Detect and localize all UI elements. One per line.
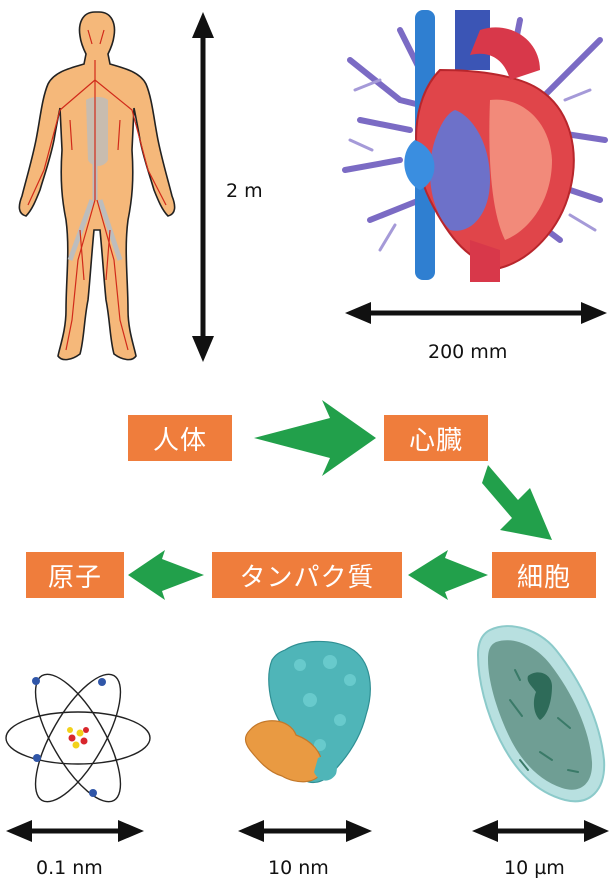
flow-arrow-cell-to-protein — [408, 550, 488, 600]
human-body-circulatory-icon — [19, 12, 174, 360]
flow-arrow-heart-to-cell — [482, 465, 552, 540]
protein-structure-icon — [246, 641, 371, 782]
label-atom: 原子 — [26, 552, 124, 598]
scale-label-protein: 10 nm — [268, 857, 329, 879]
flow-arrow-human-to-heart — [254, 400, 376, 476]
dimension-arrow-cell — [472, 820, 609, 842]
label-protein: タンパク質 — [212, 552, 402, 598]
dimension-arrow-protein — [238, 820, 372, 842]
dimension-arrow-heart — [345, 302, 607, 324]
flow-arrow-protein-to-atom — [128, 550, 204, 600]
cell-icon — [478, 626, 604, 801]
scale-label-atom: 0.1 nm — [36, 857, 103, 879]
label-heart: 心臓 — [384, 415, 488, 461]
scale-label-cell: 10 µm — [504, 857, 565, 879]
dimension-arrow-vertical — [192, 12, 214, 362]
dimension-arrow-atom — [6, 820, 144, 842]
scale-label-human: 2 m — [226, 180, 263, 202]
scale-label-heart: 200 mm — [428, 341, 507, 363]
label-cell: 細胞 — [492, 552, 596, 598]
label-human: 人体 — [128, 415, 232, 461]
atom-model-icon — [6, 663, 150, 814]
heart-anatomy-icon — [345, 10, 605, 282]
